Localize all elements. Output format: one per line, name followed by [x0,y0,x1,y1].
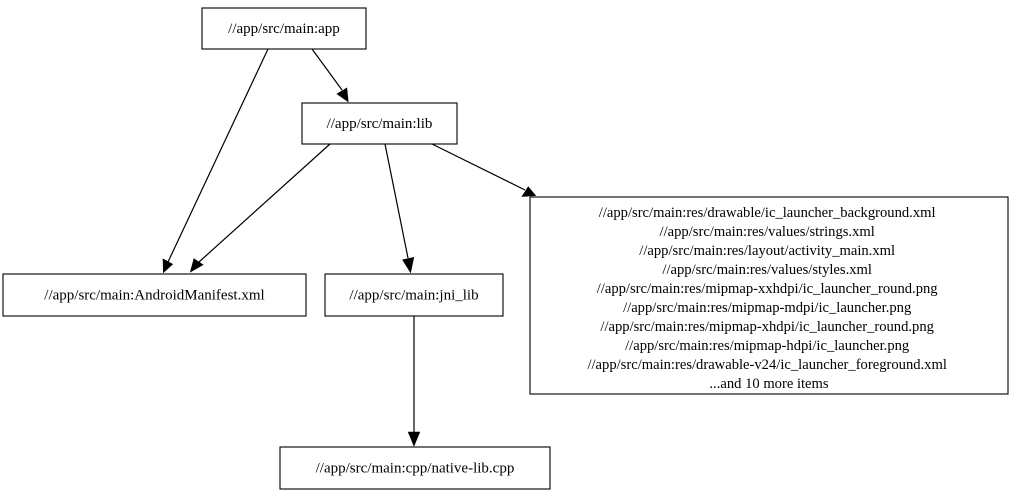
node-box[interactable] [2,273,307,317]
edge-jni_lib-to-native_lib [407,316,421,447]
arrowhead-icon [402,257,415,274]
res-line: //app/src/main:res/values/strings.xml [660,224,875,240]
node-label: //app/src/main:app [228,21,340,37]
edge-lib-to-res [431,143,537,197]
res-line: //app/src/main:res/mipmap-xxhdpi/ic_laun… [597,281,939,297]
node-jni_lib[interactable]: //app/src/main:jni_lib [324,273,504,317]
node-res-lines: //app/src/main:res/drawable/ic_launcher_… [587,205,950,392]
res-line: //app/src/main:res/layout/activity_main.… [639,243,895,259]
edge-lib-to-jni_lib [384,143,415,274]
arrowhead-icon [407,431,421,447]
res-line: ...and 10 more items [709,376,828,392]
res-line: //app/src/main:res/mipmap-hdpi/ic_launch… [625,338,910,354]
edge-layer [162,48,537,447]
node-box[interactable] [529,196,1009,395]
node-lib[interactable]: //app/src/main:lib [301,102,458,145]
edge-line [198,143,331,263]
node-label: //app/src/main:lib [327,116,433,132]
node-box[interactable] [301,102,458,145]
node-res[interactable]: //app/src/main:res/drawable/ic_launcher_… [529,196,1009,395]
arrowhead-icon [336,87,349,103]
node-box[interactable] [279,446,551,490]
node-label: //app/src/main:jni_lib [349,287,478,303]
edge-line [384,143,409,259]
node-box[interactable] [201,7,367,50]
res-line: //app/src/main:res/drawable/ic_launcher_… [599,205,936,221]
node-native_lib[interactable]: //app/src/main:cpp/native-lib.cpp [279,446,551,490]
res-line: //app/src/main:res/drawable-v24/ic_launc… [587,357,946,373]
edge-lib-to-manifest [189,143,331,273]
res-line: //app/src/main:res/values/styles.xml [662,262,872,278]
node-label: //app/src/main:cpp/native-lib.cpp [316,460,515,476]
res-line: //app/src/main:res/mipmap-mdpi/ic_launch… [623,300,912,316]
edge-line [311,48,343,91]
edge-line [431,143,526,191]
node-app[interactable]: //app/src/main:app [201,7,367,50]
edge-line [167,48,269,263]
arrowhead-icon [162,258,174,274]
node-box[interactable] [324,273,504,317]
edge-app-to-manifest [162,48,269,274]
node-layer: //app/src/main:app //app/src/main:lib //… [2,7,1009,490]
arrowhead-icon [189,258,204,273]
edge-app-to-lib [311,48,349,103]
arrowhead-icon [521,186,537,197]
node-label: //app/src/main:AndroidManifest.xml [44,287,264,303]
node-manifest[interactable]: //app/src/main:AndroidManifest.xml [2,273,307,317]
res-line: //app/src/main:res/mipmap-xhdpi/ic_launc… [600,319,934,335]
